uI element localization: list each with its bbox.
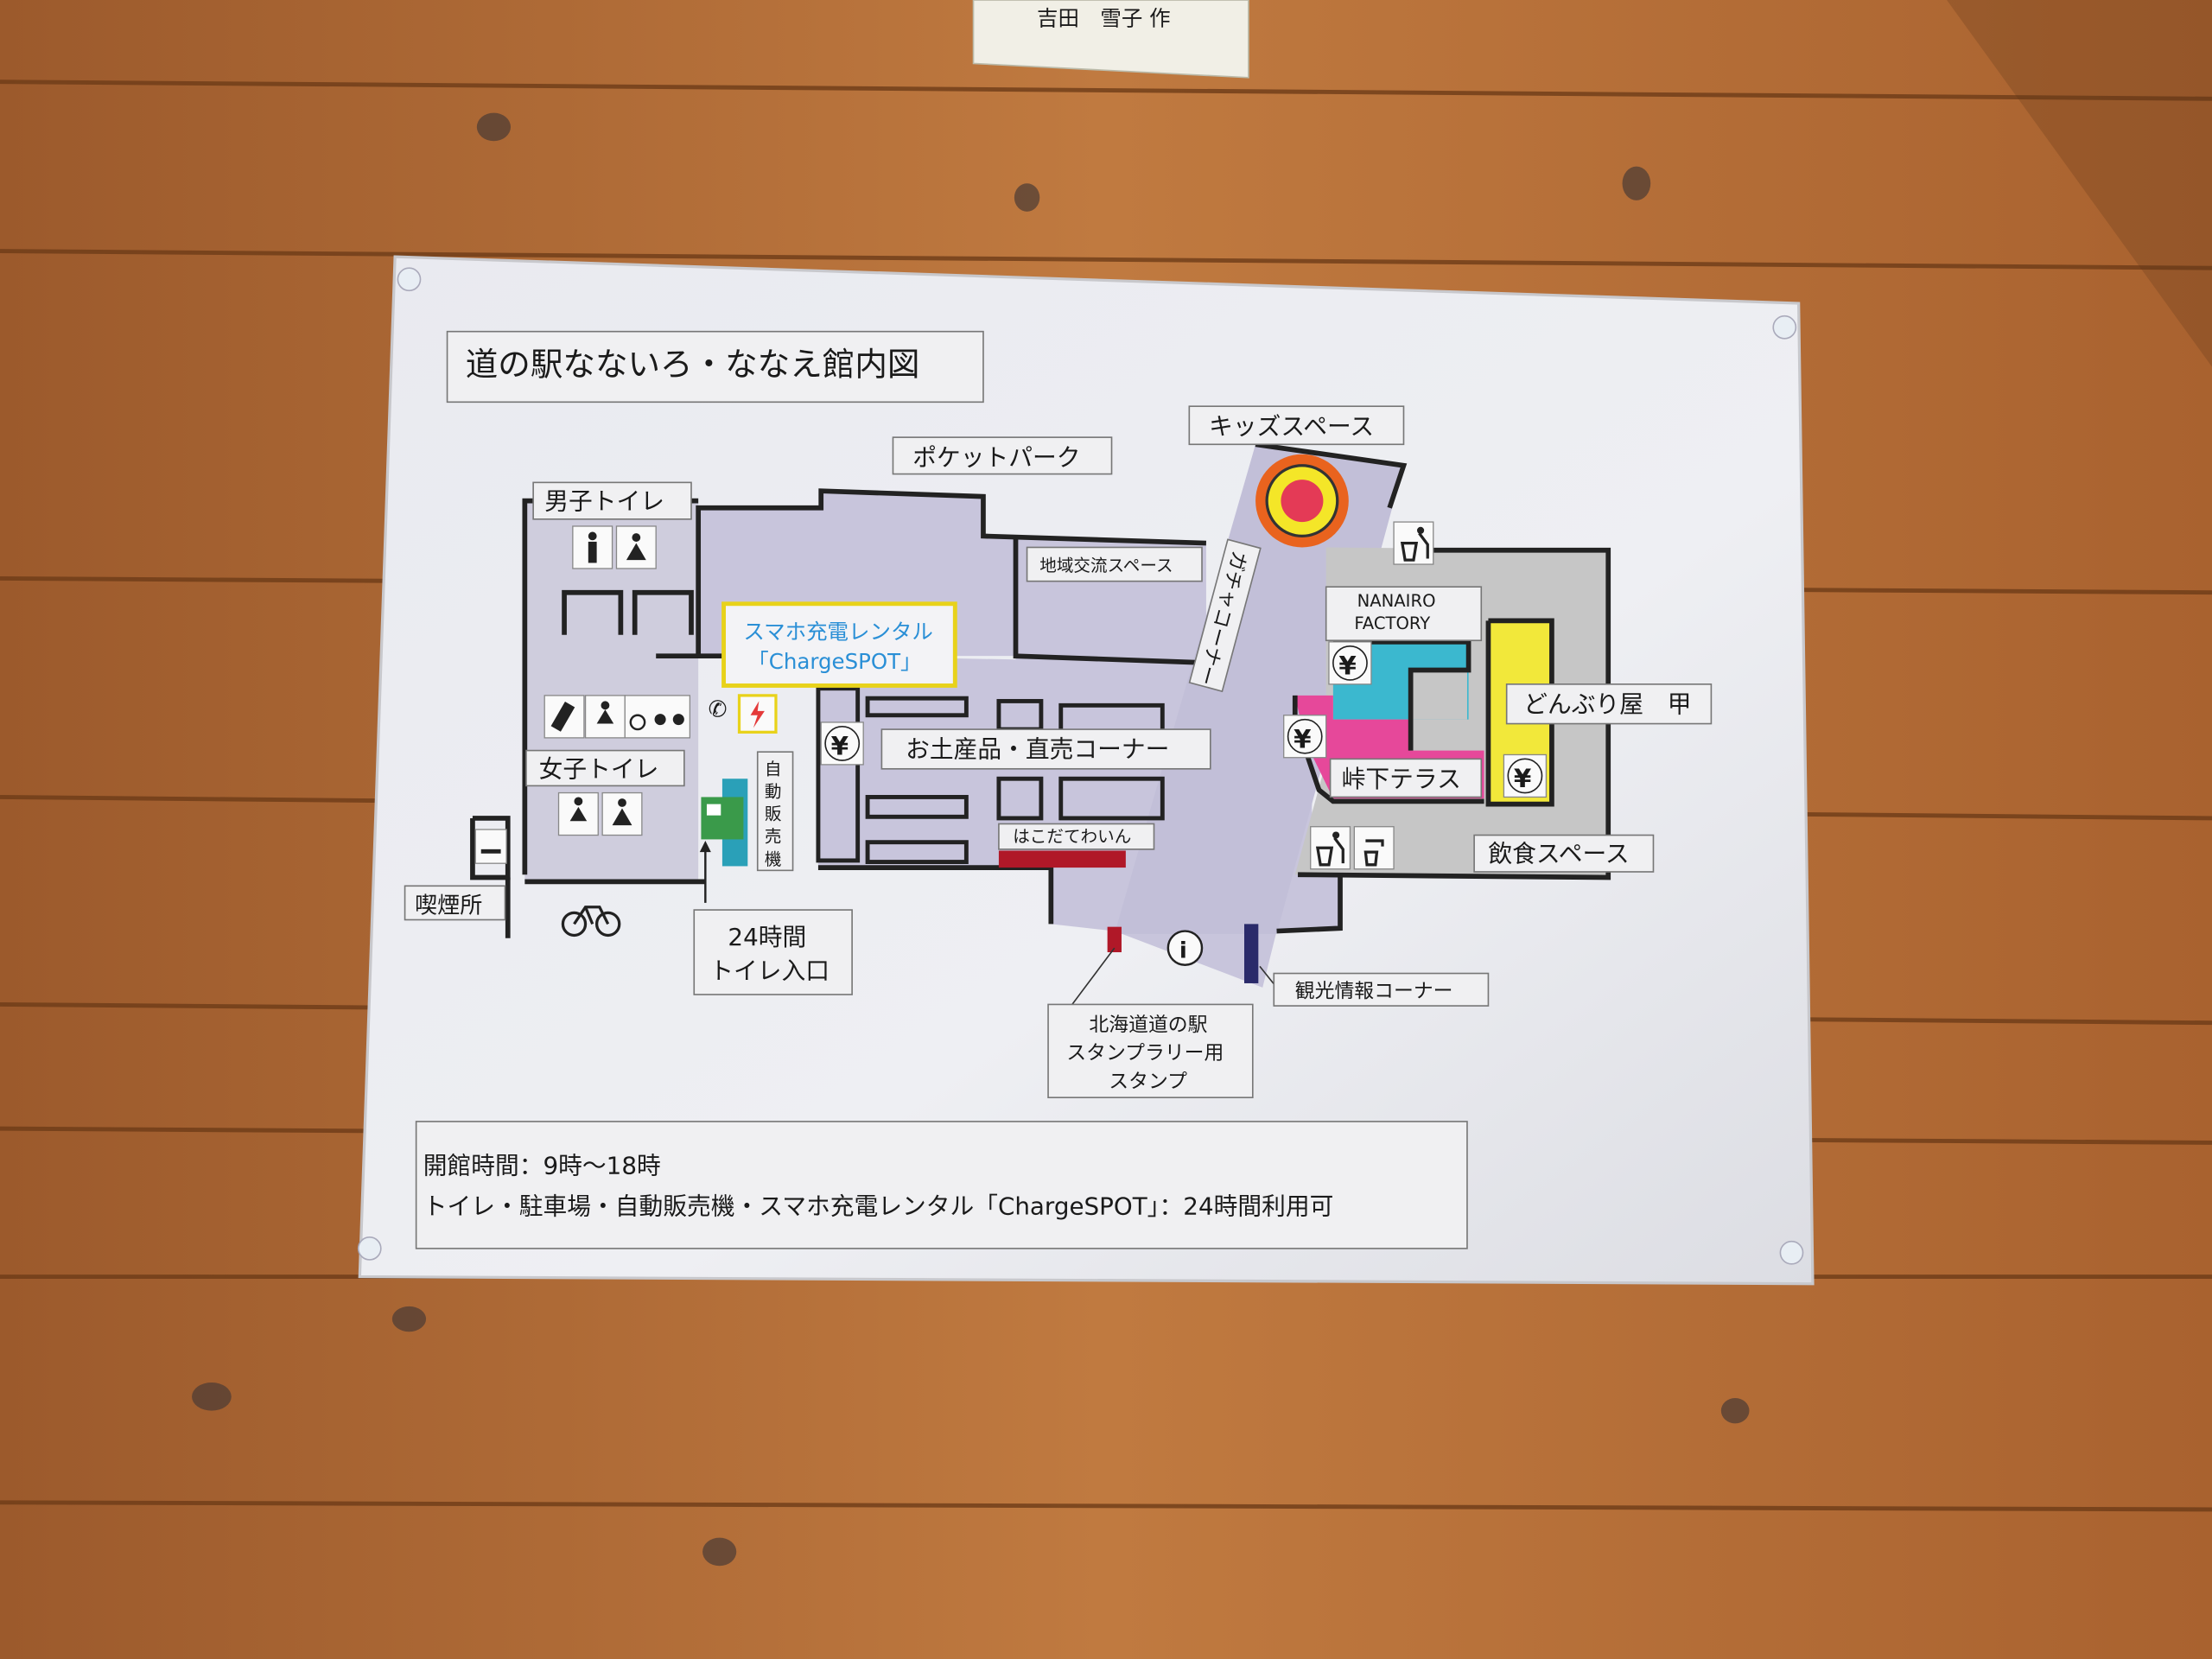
map-title: 道の駅なないろ・ななえ館内図 xyxy=(466,345,920,383)
title-box xyxy=(446,330,984,404)
label-dining-space: 飲食スペース xyxy=(1488,840,1629,868)
bicycle-icon xyxy=(561,906,621,938)
label-vending-1: 自 xyxy=(765,759,782,779)
label-vending-3: 販 xyxy=(765,804,782,824)
male-toilet-icon xyxy=(572,525,613,569)
smoking-icon xyxy=(474,829,507,864)
svg-text:¥: ¥ xyxy=(1294,724,1312,753)
female-toilet-icon xyxy=(557,791,599,836)
24h-availability-note: トイレ・駐車場・自動販売機・スマホ充電レンタル「ChargeSPOT」：24時間… xyxy=(423,1192,1334,1221)
label-nanairo-2: FACTORY xyxy=(1354,613,1430,633)
label-toilet-entrance: トイレ入口 xyxy=(709,957,830,985)
phone-icon: ✆ xyxy=(709,696,728,722)
label-smoking-area: 喫煙所 xyxy=(415,893,482,918)
vending-machine-icon xyxy=(701,779,748,867)
label-donburi: どんぶり屋 甲 xyxy=(1523,690,1691,718)
push-pins xyxy=(357,267,1804,1265)
svg-text:i: i xyxy=(1179,938,1187,964)
trash-icon xyxy=(1310,826,1351,870)
label-vending-4: 売 xyxy=(765,827,782,847)
yen-icon: ¥ xyxy=(1328,641,1372,685)
wine-shelf xyxy=(998,850,1126,868)
label-stamp-3: スタンプ xyxy=(1109,1071,1187,1093)
baby-icon xyxy=(601,791,643,836)
label-stamp-1: 北海道道の駅 xyxy=(1089,1014,1207,1036)
label-vending-5: 機 xyxy=(765,849,782,869)
info-icon: i xyxy=(1166,930,1204,966)
label-pocket-park: ポケットパーク xyxy=(912,443,1080,472)
chargespot-box xyxy=(721,601,957,688)
label-charge-line1: スマホ充電レンタル xyxy=(743,620,932,645)
svg-text:¥: ¥ xyxy=(1338,651,1357,680)
water-tap-icon xyxy=(1353,826,1395,870)
label-24h: 24時間 xyxy=(728,923,806,951)
charge-icon xyxy=(737,694,778,734)
yen-icon: ¥ xyxy=(1503,753,1548,798)
yen-icon: ¥ xyxy=(820,721,864,766)
baby-bottle-icon xyxy=(543,695,585,739)
wheelchair-icon xyxy=(624,695,691,739)
baby-icon xyxy=(615,525,657,569)
nameplate-text: 吉田 雪子 作 xyxy=(1037,5,1171,30)
label-charge-line2: 「ChargeSPOT」 xyxy=(747,649,921,674)
kids-circle-icon xyxy=(1255,454,1349,548)
opening-hours: 開館時間：9時～18時 xyxy=(423,1151,661,1179)
label-hakodate-wine: はこだてわいん xyxy=(1013,827,1131,847)
trash-icon xyxy=(1393,521,1434,565)
label-souvenir-corner: お土産品・直売コーナー xyxy=(906,735,1169,764)
floor-map-sign: 道の駅なないろ・ななえ館内図 xyxy=(357,255,1815,1286)
label-community-space: 地域交流スペース xyxy=(1039,556,1173,575)
nameplate: 吉田 雪子 作 xyxy=(972,0,1249,79)
svg-text:✆: ✆ xyxy=(709,696,728,722)
footer-box xyxy=(415,1121,1468,1249)
label-nanairo-1: NANAIRO xyxy=(1357,591,1436,611)
label-kids-space: キッズスペース xyxy=(1209,412,1374,441)
label-tourist-info: 観光情報コーナー xyxy=(1295,980,1453,1002)
label-mens-toilet: 男子トイレ xyxy=(544,486,664,515)
svg-text:¥: ¥ xyxy=(1514,764,1532,793)
label-vending-2: 動 xyxy=(765,781,782,801)
label-touge-terrace: 峠下テラス xyxy=(1342,765,1461,793)
label-stamp-2: スタンプラリー用 xyxy=(1066,1042,1224,1065)
svg-text:¥: ¥ xyxy=(831,731,849,760)
yen-icon: ¥ xyxy=(1283,715,1327,759)
label-womens-toilet: 女子トイレ xyxy=(539,755,659,784)
female-toilet-icon xyxy=(584,695,626,739)
